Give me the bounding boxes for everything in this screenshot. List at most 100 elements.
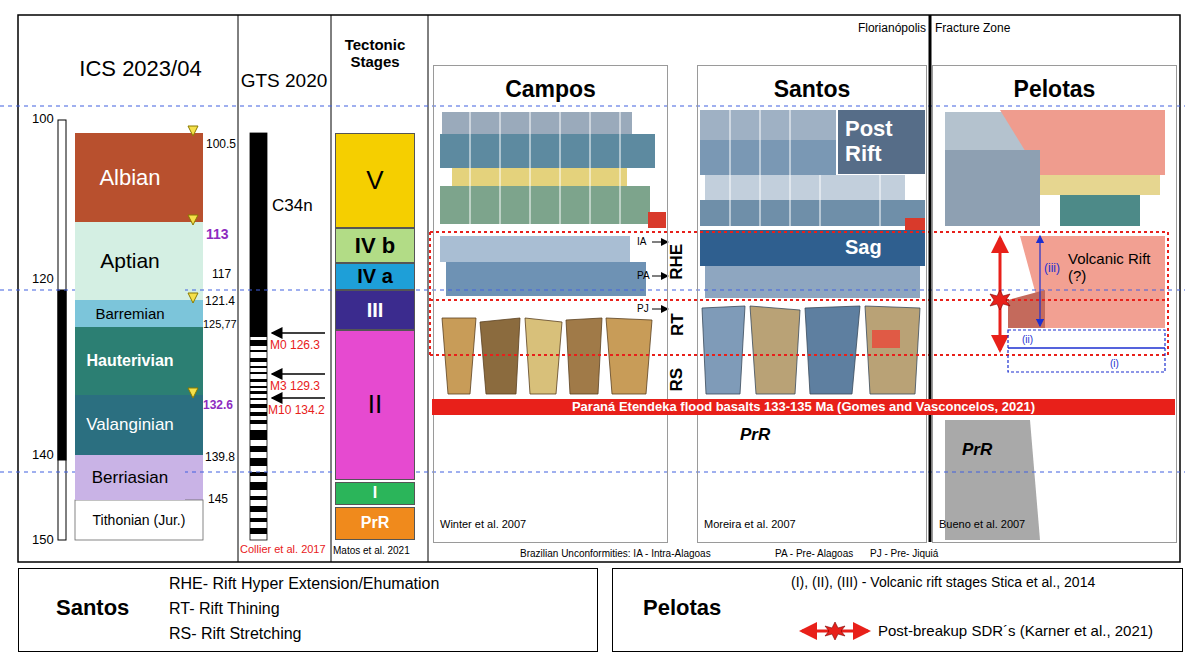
stage-box: Aptian (75, 222, 185, 300)
fracture-zone-label: Fracture Zone (935, 22, 1010, 36)
santos-section (805, 306, 860, 394)
boundary-pin (188, 388, 198, 398)
santos-section (700, 230, 925, 266)
tectonic-stage-box: II (335, 330, 415, 480)
campos-section (566, 318, 602, 394)
frame-lines (238, 15, 239, 562)
pelotas-section (945, 150, 1040, 226)
santos-section (700, 200, 925, 226)
santos-section (702, 306, 920, 394)
column-title: Tectonic Stages (335, 36, 415, 71)
santos-section (838, 110, 925, 174)
frame-lines (18, 15, 1180, 562)
campos-section (530, 112, 531, 224)
santos-section (760, 110, 761, 226)
legend-text: Post-breakup SDR´s (Karner et al., 2021) (878, 622, 1178, 639)
santos-section (750, 306, 800, 394)
campos-section (442, 318, 476, 394)
campos-section (470, 112, 471, 224)
campos-section (560, 112, 561, 224)
node-text: (I), (II), (III) - Volcanic rift stages … (791, 574, 1176, 590)
stage-box: Barremian (75, 300, 185, 327)
santos-section (700, 140, 836, 175)
stage-number: (ii) (1022, 334, 1033, 346)
stage-color-strip (185, 133, 203, 222)
volcanic-stage-bracket (1039, 236, 1040, 326)
column-title: ICS 2023/04 (78, 56, 203, 81)
rift-phase: RT (667, 314, 687, 337)
polarity-bar (250, 372, 267, 374)
node-text: Campos (434, 76, 667, 102)
highlight-box (430, 354, 1168, 356)
boundary-age: 121.4 (205, 295, 235, 309)
node-text: IV b (355, 233, 395, 258)
reference-line (0, 105, 1185, 106)
time-axis-bar (58, 120, 66, 540)
node-text: IV a (357, 265, 393, 288)
tectonic-stage-box: I (335, 482, 415, 505)
node-text: V (366, 166, 383, 196)
polarity-bar (250, 386, 267, 388)
node-text: Paraná Etendeka flood basalts 133-135 Ma… (572, 400, 1035, 415)
node-text: Moreira et al. 2007 (704, 518, 796, 531)
polarity-bar (250, 404, 267, 408)
boundary-age: 117 (212, 268, 231, 282)
section-label: PrR (740, 425, 770, 445)
polarity-bar (250, 340, 267, 346)
section-label: Sag (845, 236, 882, 259)
campos-section (446, 262, 646, 296)
node-text: Hauterivian (86, 352, 173, 370)
reference: Collier et al. 2017 (240, 543, 326, 556)
pelotas-section (1040, 175, 1160, 195)
unconformity-note: PA - Pre- Alagoas (775, 548, 853, 560)
boundary-age: 113 (206, 226, 229, 242)
frame-lines (331, 15, 332, 562)
age-tick: 150 (32, 533, 54, 548)
boundary-age: 145 (208, 493, 228, 507)
node-text: Pelotas (643, 595, 721, 620)
node-text: Tithonian (Jur.) (93, 512, 186, 528)
anomaly-label: M3 129.3 (270, 380, 320, 394)
section-label: Post Rift (845, 116, 921, 167)
node-text: Bueno et al. 2007 (939, 518, 1025, 531)
sdr-arrow (990, 238, 1010, 350)
santos-section (705, 175, 905, 200)
column-title: GTS 2020 (240, 70, 328, 92)
polarity-bar (250, 430, 267, 440)
polarity-bar (250, 458, 267, 466)
tectonic-stage-box: IV a (335, 263, 415, 290)
age-tick: 100 (32, 112, 54, 127)
polarity-bar (250, 133, 267, 540)
tectonic-stage-box: PrR (335, 507, 415, 540)
highlight-box (1167, 232, 1169, 355)
boundary-age: 139.8 (205, 451, 235, 465)
stage-color-strip (185, 327, 203, 395)
section-label: PrR (962, 440, 992, 460)
stage-number: (iii) (1044, 262, 1060, 276)
stage-box: Valanginian (75, 395, 185, 455)
unconformity-code: PA (637, 270, 650, 282)
polarity-bar (250, 482, 267, 490)
polarity-bar (250, 358, 267, 362)
node-text: Winter et al. 2007 (440, 518, 526, 531)
unconformity-arrow (652, 242, 668, 309)
campos-section (620, 112, 621, 224)
santos-section (700, 110, 836, 140)
frame-lines (428, 15, 429, 562)
volcanic-stage-bracket (1008, 347, 1165, 349)
anomaly-label: M10 134.2 (268, 404, 325, 418)
highlight-box (430, 231, 1168, 233)
sdr-arrow (990, 290, 1010, 310)
campos-section (470, 112, 620, 224)
boundary-age: 125,77 (203, 318, 237, 331)
node-text: Albian (99, 165, 160, 190)
age-tick: 120 (32, 272, 54, 287)
pelotas-section (945, 110, 1165, 540)
stage-box: Hauterivian (75, 327, 185, 395)
node-text: II (368, 390, 382, 420)
campos-section (440, 134, 655, 168)
polarity-bar (250, 366, 267, 368)
stage-color-strip (185, 395, 203, 455)
reference-line (0, 106, 1185, 472)
